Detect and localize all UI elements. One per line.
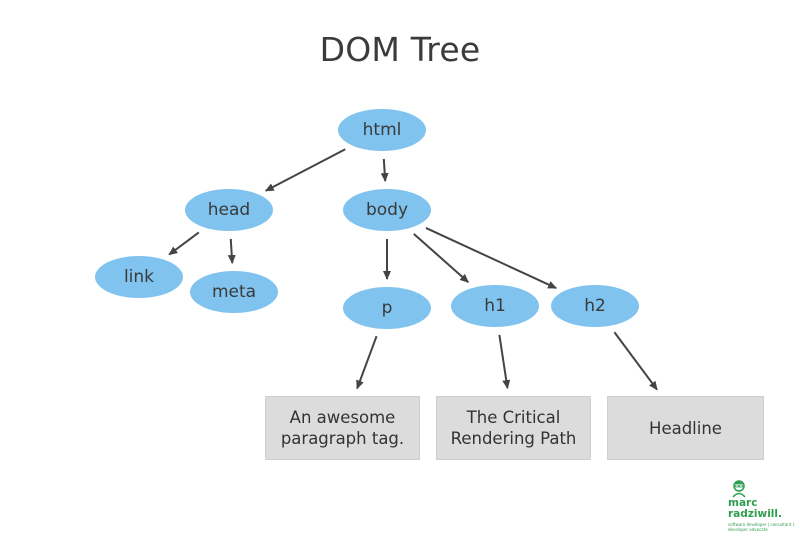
node-link: link	[95, 256, 183, 298]
logo-tagline: software developer | consultant | develo…	[728, 522, 795, 532]
text-box-h1: The Critical Rendering Path	[436, 396, 591, 460]
edge-h1-to-h1-text	[498, 334, 511, 390]
node-html: html	[338, 109, 426, 151]
node-body: body	[343, 189, 431, 231]
text-box-h2: Headline	[607, 396, 764, 460]
node-meta: meta	[190, 271, 278, 313]
edge-head-to-meta	[227, 238, 236, 265]
diagram-title: DOM Tree	[319, 30, 481, 69]
edge-p-to-p-text	[356, 335, 378, 390]
node-head: head	[185, 189, 273, 231]
edge-h2-to-h2-text	[613, 331, 658, 391]
node-h1: h1	[451, 285, 539, 327]
node-p: p	[343, 287, 431, 329]
author-logo: marc radziwill. software developer | con…	[728, 478, 798, 542]
edge-body-to-h1	[413, 233, 469, 283]
edge-html-to-head	[264, 148, 346, 192]
edge-head-to-link	[168, 231, 200, 256]
edge-body-to-h2	[425, 227, 558, 289]
edge-html-to-body	[380, 158, 389, 183]
text-box-paragraph: An awesome paragraph tag.	[265, 396, 420, 460]
node-h2: h2	[551, 285, 639, 327]
logo-name: marc radziwill.	[728, 497, 782, 520]
person-avatar-icon	[732, 480, 746, 498]
